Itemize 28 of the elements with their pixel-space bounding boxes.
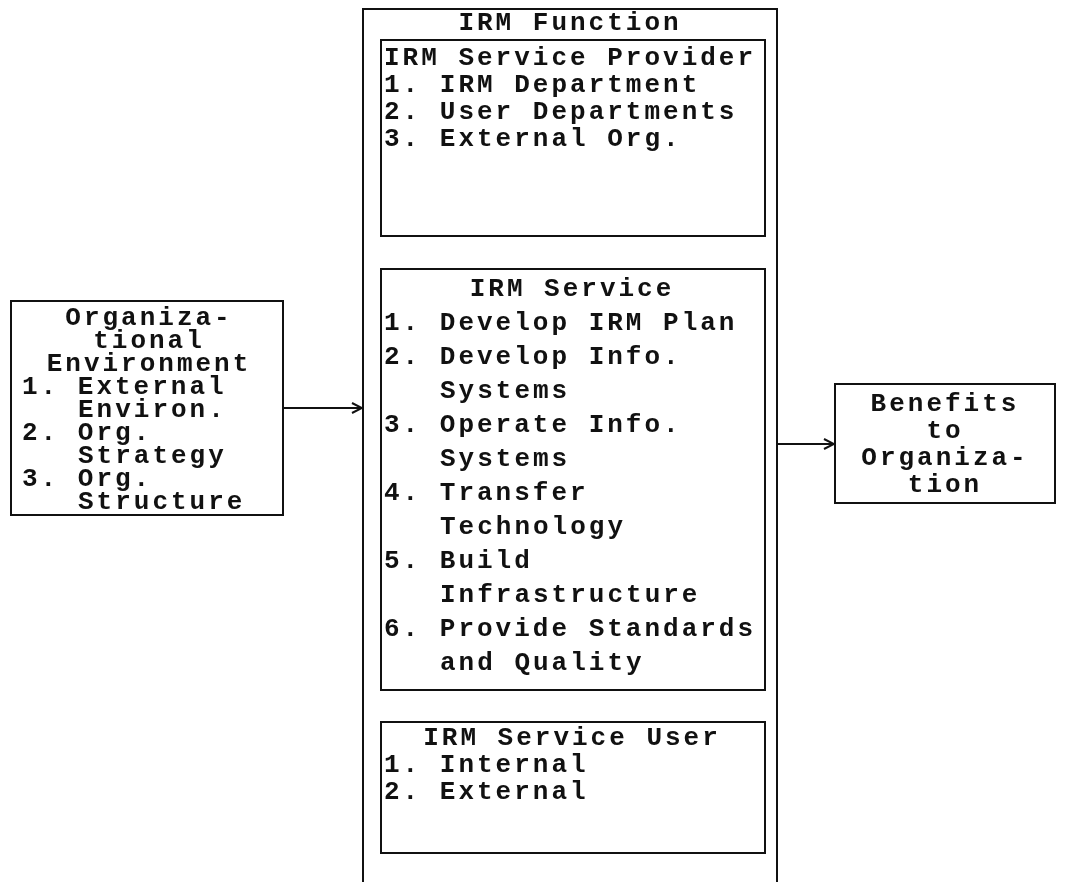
list-item: 1. External Environ. bbox=[22, 376, 228, 422]
list-item: 3. Operate Info. Systems bbox=[384, 409, 683, 476]
process-box bbox=[380, 39, 766, 237]
box-heading: Benefits to Organiza- tion bbox=[860, 391, 1030, 499]
list-item: 5. Build Infrastructure bbox=[384, 545, 702, 612]
process-box bbox=[380, 721, 766, 854]
process-box bbox=[10, 300, 284, 516]
process-box bbox=[834, 383, 1056, 504]
list-item: 1. IRM Department bbox=[384, 72, 702, 99]
list-item: 1. Internal bbox=[384, 752, 590, 779]
list-item: 4. Transfer Technology bbox=[384, 477, 628, 544]
group-box bbox=[362, 8, 778, 882]
box-heading: IRM Service Provider bbox=[384, 45, 758, 72]
list-item: 3. External Org. bbox=[384, 126, 683, 153]
box-heading: IRM Function bbox=[457, 10, 683, 37]
list-item: 2. Develop Info. Systems bbox=[384, 341, 683, 408]
arrow bbox=[283, 402, 363, 414]
list-item: 2. External bbox=[384, 779, 590, 806]
box-heading: IRM Service User bbox=[422, 725, 722, 752]
box-heading: Organiza- tional Environment bbox=[46, 307, 253, 376]
list-item: 2. Org. Strategy bbox=[22, 422, 228, 468]
list-item: 6. Provide Standards and Quality bbox=[384, 613, 758, 680]
list-item: 2. User Departments bbox=[384, 99, 739, 126]
process-box bbox=[380, 268, 766, 691]
list-item: 3. Org. Structure bbox=[22, 468, 247, 514]
box-heading: IRM Service bbox=[468, 273, 676, 306]
arrow bbox=[777, 438, 835, 450]
list-item: 1. Develop IRM Plan bbox=[384, 307, 739, 340]
